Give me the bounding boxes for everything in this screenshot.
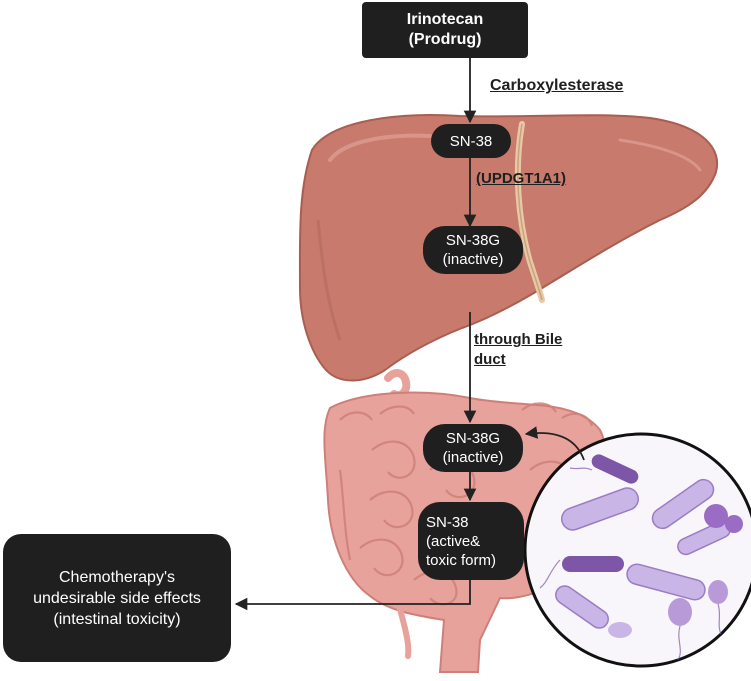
- side-effects-box: Chemotherapy's undesirable side effects …: [3, 534, 231, 662]
- carboxylesterase-label: Carboxylesterase: [490, 77, 624, 94]
- irinotecan-label: Irinotecan: [406, 11, 484, 28]
- prodrug-label: (Prodrug): [408, 31, 482, 48]
- gut-bacteria-icon: [523, 432, 751, 668]
- gut-sn38g-box: SN-38G (inactive): [423, 424, 523, 472]
- liver-sn38g-box: SN-38G (inactive): [423, 226, 523, 274]
- gut-sn38-box: SN-38 (active& toxic form): [418, 502, 524, 580]
- bile-duct-label: through Bile duct: [474, 331, 563, 368]
- liver-sn38-box: SN-38: [431, 124, 511, 158]
- flow-arrows: [234, 58, 585, 611]
- irinotecan-box: Irinotecan (Prodrug): [362, 2, 528, 58]
- ugt1a1-label: (UPDGT1A1): [476, 170, 567, 187]
